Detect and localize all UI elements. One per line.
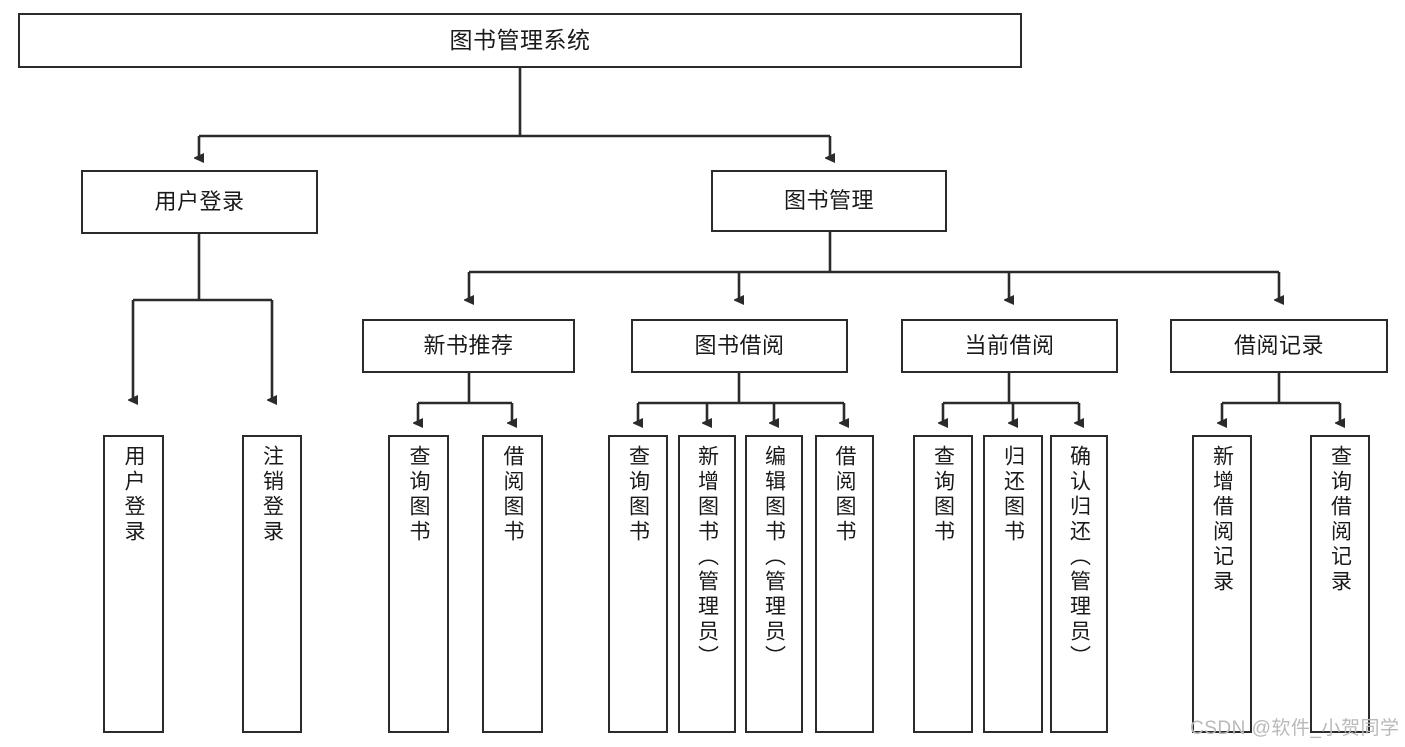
- leaf-new-book-borrow[interactable]: 借阅图书: [482, 435, 543, 733]
- leaf-user-login-signin[interactable]: 用户登录: [103, 435, 164, 733]
- node-label: 新书推荐: [423, 333, 514, 359]
- node-book-borrow[interactable]: 图书借阅: [631, 319, 848, 373]
- leaf-user-login-signout[interactable]: 注销登录: [242, 435, 302, 733]
- node-new-book-recommend[interactable]: 新书推荐: [362, 319, 575, 373]
- leaf-borrow-query-book[interactable]: 查询图书: [608, 435, 668, 733]
- node-label: 归还图书: [1001, 445, 1025, 545]
- node-label: 查询图书: [626, 445, 650, 545]
- node-label: 查询图书: [407, 445, 430, 545]
- node-label: 编辑图书（管理员）: [762, 445, 786, 670]
- node-label: 用户登录: [154, 189, 245, 215]
- node-label: 查询借阅记录: [1328, 445, 1352, 595]
- node-label: 图书借阅: [694, 333, 785, 359]
- leaf-record-add[interactable]: 新增借阅记录: [1192, 435, 1252, 733]
- node-label: 注销登录: [260, 445, 284, 545]
- leaf-borrow-borrow-book[interactable]: 借阅图书: [815, 435, 874, 733]
- leaf-record-query[interactable]: 查询借阅记录: [1310, 435, 1370, 733]
- node-label: 图书管理: [783, 188, 874, 214]
- node-label: 当前借阅: [964, 333, 1055, 359]
- node-label: 用户登录: [122, 445, 145, 545]
- node-label: 新增图书（管理员）: [695, 445, 719, 670]
- leaf-current-query-book[interactable]: 查询图书: [913, 435, 973, 733]
- node-current-borrow[interactable]: 当前借阅: [901, 319, 1118, 373]
- node-label: 借阅图书: [833, 445, 856, 545]
- node-book-management[interactable]: 图书管理: [711, 170, 947, 232]
- node-label: 确认归还（管理员）: [1067, 445, 1091, 670]
- node-borrow-record[interactable]: 借阅记录: [1170, 319, 1388, 373]
- node-label: 图书管理系统: [449, 27, 591, 54]
- node-user-login[interactable]: 用户登录: [81, 170, 318, 234]
- node-label: 借阅记录: [1233, 333, 1324, 359]
- leaf-borrow-edit-book[interactable]: 编辑图书（管理员）: [745, 435, 803, 733]
- csdn-watermark: CSDN @软件_小贺同学: [1190, 718, 1400, 739]
- node-root-system[interactable]: 图书管理系统: [18, 13, 1022, 68]
- leaf-borrow-add-book[interactable]: 新增图书（管理员）: [678, 435, 736, 733]
- leaf-current-return-book[interactable]: 归还图书: [983, 435, 1043, 733]
- node-label: 新增借阅记录: [1210, 445, 1234, 595]
- node-label: 查询图书: [931, 445, 955, 545]
- leaf-current-confirm-return[interactable]: 确认归还（管理员）: [1050, 435, 1108, 733]
- leaf-new-book-query[interactable]: 查询图书: [388, 435, 449, 733]
- node-label: 借阅图书: [501, 445, 524, 545]
